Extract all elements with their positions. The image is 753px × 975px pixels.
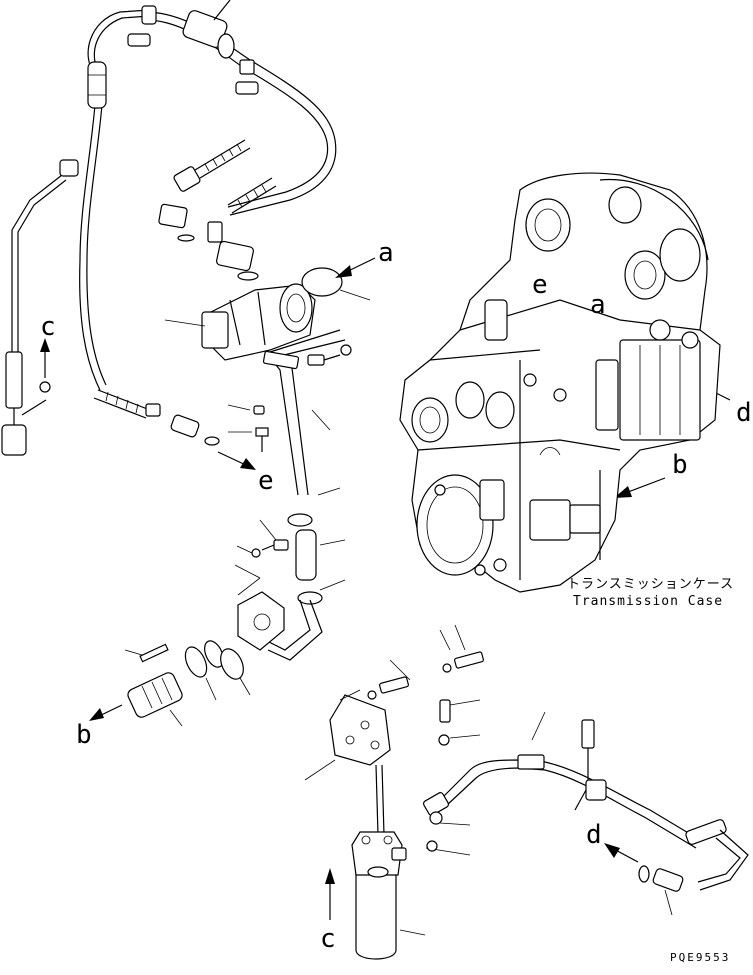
left-hose xyxy=(1,159,220,456)
ref-label-d-right: d xyxy=(736,398,752,428)
strainer-parts xyxy=(124,640,251,727)
filter-assembly xyxy=(304,624,484,960)
drawing-code: PQE9553 xyxy=(670,951,731,964)
ref-label-d-bottom: d xyxy=(586,820,602,850)
ref-label-b-right: b xyxy=(672,450,688,480)
transmission-case xyxy=(399,172,721,593)
lower-hose xyxy=(422,711,749,916)
bolts-pump xyxy=(227,344,352,596)
pump-assembly xyxy=(164,267,371,361)
caption-english: Transmission Case xyxy=(573,594,724,609)
ref-label-c-bottom: c xyxy=(320,924,336,954)
ref-label-e-left: e xyxy=(258,466,274,496)
ref-label-b-left: b xyxy=(76,720,92,750)
braided-hoses xyxy=(158,139,277,281)
suction-pipe xyxy=(237,350,346,661)
hose-fittings-top xyxy=(87,0,259,109)
ref-label-a-top: a xyxy=(378,238,394,268)
ref-label-a-case: a xyxy=(590,290,606,320)
caption-japanese: トランスミッションケース xyxy=(567,577,735,592)
ref-label-e-case: e xyxy=(532,270,548,300)
ref-label-c-top: c xyxy=(40,312,56,342)
